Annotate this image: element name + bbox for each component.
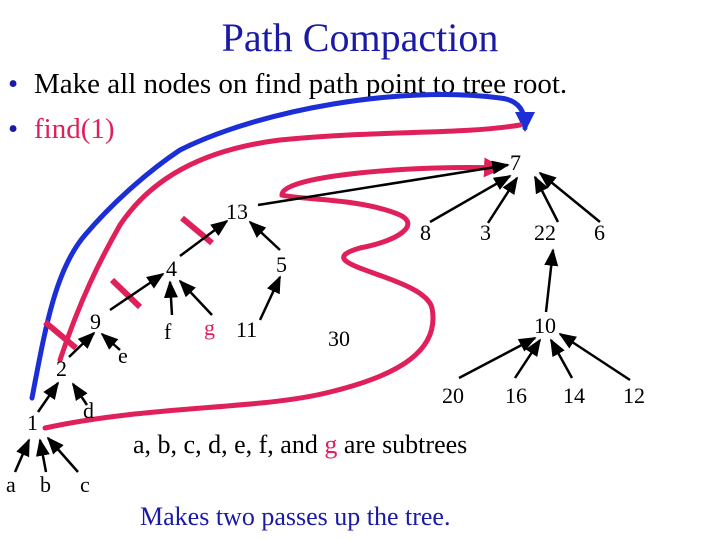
bullet-dot: •	[8, 113, 19, 145]
node-7: 7	[510, 150, 521, 175]
subtree-a: a	[6, 472, 16, 497]
subtree-g: g	[204, 315, 215, 340]
page-title: Path Compaction	[221, 15, 499, 60]
subtree-b: b	[40, 472, 51, 497]
second-pass-path	[42, 157, 504, 431]
node-5: 5	[276, 252, 287, 277]
subtrees-caption: a, b, c, d, e, f, and g are subtrees	[133, 430, 467, 460]
tree-edge	[248, 220, 281, 251]
bullet-2: • find(1)	[8, 113, 115, 146]
tree-edge	[429, 174, 512, 224]
tree-edge	[544, 248, 559, 313]
cut-mark	[43, 319, 78, 351]
subtree-c: c	[80, 472, 90, 497]
node-10: 10	[534, 313, 556, 338]
tree-edge	[257, 160, 510, 207]
subtree-d: d	[83, 398, 94, 423]
bullet-2-text: find(1)	[34, 113, 115, 145]
tree-edge	[458, 336, 537, 380]
node-1: 1	[27, 410, 38, 435]
node-14: 14	[563, 383, 585, 408]
subtree-e: e	[118, 343, 128, 368]
tree-edge	[179, 219, 229, 258]
tree-edge	[100, 332, 121, 351]
node-6: 6	[594, 220, 605, 245]
node-16: 16	[505, 383, 527, 408]
cut-mark	[109, 277, 143, 310]
node-13: 13	[226, 199, 248, 224]
second-pass-path	[57, 122, 523, 363]
tree-edge	[68, 331, 96, 358]
node-8: 8	[420, 220, 431, 245]
first-pass-path	[29, 92, 535, 401]
node-12: 12	[623, 383, 645, 408]
tree-edge	[558, 332, 631, 382]
tree-edge	[538, 171, 601, 223]
tree-edge	[36, 438, 50, 473]
node-20: 20	[442, 383, 464, 408]
tree-edge	[13, 438, 31, 473]
caption-g: g	[324, 430, 338, 459]
tree-edge	[71, 382, 89, 406]
node-22: 22	[534, 220, 556, 245]
tree-edge	[109, 272, 165, 312]
caption-suffix: are subtrees	[337, 430, 468, 459]
subtree-f: f	[164, 319, 172, 344]
tree-edge	[513, 338, 542, 379]
passes-caption: Makes two passes up the tree.	[140, 502, 451, 531]
tree-edge	[163, 280, 178, 316]
tree-edge	[258, 275, 282, 321]
tree-edge	[549, 338, 574, 379]
tree-edge	[178, 279, 213, 316]
tree-edge	[36, 381, 60, 413]
node-2: 2	[56, 356, 67, 381]
node-11: 11	[236, 317, 257, 342]
node-4: 4	[166, 256, 177, 281]
cut-mark	[180, 215, 214, 246]
node-3: 3	[480, 220, 491, 245]
bullet-dot: •	[8, 68, 19, 100]
node-9: 9	[90, 309, 101, 334]
node-30: 30	[328, 326, 350, 351]
tree-edge	[486, 176, 519, 224]
tree-edge	[46, 436, 79, 473]
caption-prefix: a, b, c, d, e, f, and	[133, 430, 325, 459]
